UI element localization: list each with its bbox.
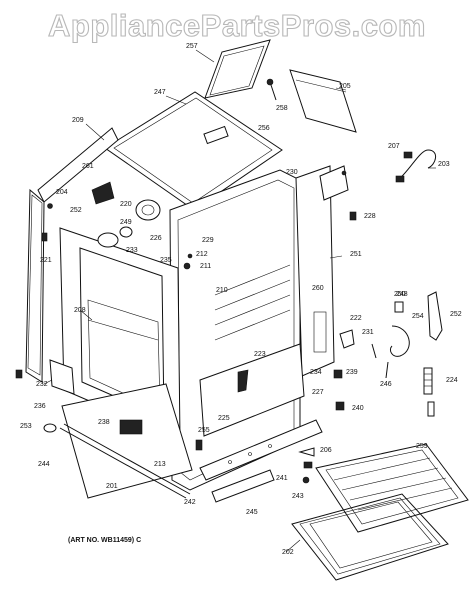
part-hinge-254 <box>427 291 443 341</box>
callout-label: 238 <box>98 419 110 426</box>
part-burner-243 <box>211 469 275 503</box>
callout-label: 240 <box>352 405 364 412</box>
part-lower-panel-240 <box>199 343 305 437</box>
callout-label: 202 <box>282 549 294 556</box>
part-small-245 <box>303 461 313 469</box>
leader-lines <box>43 49 436 553</box>
part-cooktop-247 <box>104 91 283 211</box>
part-rack-200 <box>291 493 449 581</box>
callout-label: 210 <box>216 287 228 294</box>
callout-label: 244 <box>38 461 50 468</box>
callout-label: 229 <box>202 237 214 244</box>
callout-label: 223 <box>254 351 266 358</box>
watermark-title: AppliancePartsPros.com <box>47 7 426 43</box>
callout-label: 231 <box>362 329 374 336</box>
callout-label: 224 <box>446 377 458 384</box>
callout-label: 234 <box>310 369 322 376</box>
part-small-229 <box>427 401 435 417</box>
callout-label: 222 <box>350 315 362 322</box>
callout-label: 209 <box>72 117 84 124</box>
part-small-202 <box>302 476 310 484</box>
part-foot-234 <box>15 369 23 379</box>
part-trim-205 <box>289 69 357 133</box>
part-arm-222 <box>389 325 410 357</box>
part-small-213 <box>195 439 203 451</box>
callout-label: 207 <box>388 143 400 150</box>
part-wire-203 <box>395 149 436 183</box>
callout-label: 232 <box>36 381 48 388</box>
art-number-caption: (ART NO. WB11459) C <box>68 537 142 544</box>
callout-label: 246 <box>380 381 392 388</box>
part-lower-left-246 <box>49 359 75 395</box>
part-small-224 <box>385 361 389 379</box>
callout-label: 253 <box>20 423 32 430</box>
callout-label: 230 <box>286 169 298 176</box>
part-screw-258 <box>266 78 277 101</box>
part-small-255 <box>43 423 57 433</box>
callout-label: 242 <box>184 499 196 506</box>
callout-label: 227 <box>312 389 324 396</box>
part-bracket-261 <box>91 181 115 205</box>
callout-label: 256 <box>258 125 270 132</box>
callout-label: 255 <box>198 427 210 434</box>
callout-label: 250 <box>394 291 406 298</box>
callout-label: 204 <box>56 189 68 196</box>
callout-label: 233 <box>126 247 138 254</box>
callout-label: 205 <box>339 83 351 90</box>
part-clip-228 <box>349 211 357 221</box>
part-panel-257 <box>204 39 271 99</box>
part-trim-208 <box>319 165 349 201</box>
part-small-236 <box>333 369 343 379</box>
part-spring-227 <box>423 367 433 395</box>
part-small-223 <box>371 343 377 359</box>
callout-label: 213 <box>154 461 166 468</box>
callout-label: 249 <box>120 219 132 226</box>
callout-label: 254 <box>412 313 424 320</box>
callout-label: 203 <box>438 161 450 168</box>
part-right-side-248 <box>295 165 335 377</box>
callout-label: 206 <box>320 447 332 454</box>
callout-label: 235 <box>160 257 172 264</box>
part-small-252 <box>394 301 404 313</box>
part-drawer-bottom-225 <box>61 383 193 499</box>
callout-labels: 257 247 258 205 209 256 261 207 203 204 … <box>20 43 462 556</box>
callout-label: 201 <box>106 483 118 490</box>
part-side-panel-209 <box>25 127 119 383</box>
callout-label: 236 <box>34 403 46 410</box>
callout-label: 252 <box>450 311 462 318</box>
part-burner-230 <box>97 199 161 248</box>
callout-label: 221 <box>40 257 52 264</box>
callout-label: 239 <box>346 369 358 376</box>
part-screw-204 <box>341 170 347 176</box>
callout-label: 261 <box>82 163 94 170</box>
callout-label: 248 <box>396 291 408 298</box>
callout-label: 258 <box>276 105 288 112</box>
callout-label: 211 <box>200 263 211 270</box>
part-broiler-pan-201 <box>315 443 469 533</box>
callout-label: 241 <box>276 475 288 482</box>
callout-label: 212 <box>196 251 208 258</box>
callout-label: 251 <box>350 251 362 258</box>
callout-label: 247 <box>154 89 166 96</box>
callout-label: 243 <box>292 493 304 500</box>
part-bracket-231 <box>339 329 355 349</box>
callout-label: 260 <box>312 285 324 292</box>
callout-label: 220 <box>120 201 132 208</box>
part-rail-242 <box>59 423 191 499</box>
part-clip-233 <box>41 232 48 242</box>
part-small-244 <box>298 447 315 457</box>
callout-label: 257 <box>186 43 198 50</box>
callout-label: 245 <box>246 509 258 516</box>
part-screw-220 <box>47 203 53 209</box>
callout-label: 259 <box>416 443 428 450</box>
part-small-211 <box>183 253 193 270</box>
callout-label: 226 <box>150 235 162 242</box>
callout-label: 252 <box>70 207 82 214</box>
callout-label: 208 <box>74 307 86 314</box>
part-small-238 <box>335 401 345 411</box>
part-burner-253 <box>199 419 323 481</box>
callout-label: 225 <box>218 415 230 422</box>
callout-label: 228 <box>364 213 376 220</box>
